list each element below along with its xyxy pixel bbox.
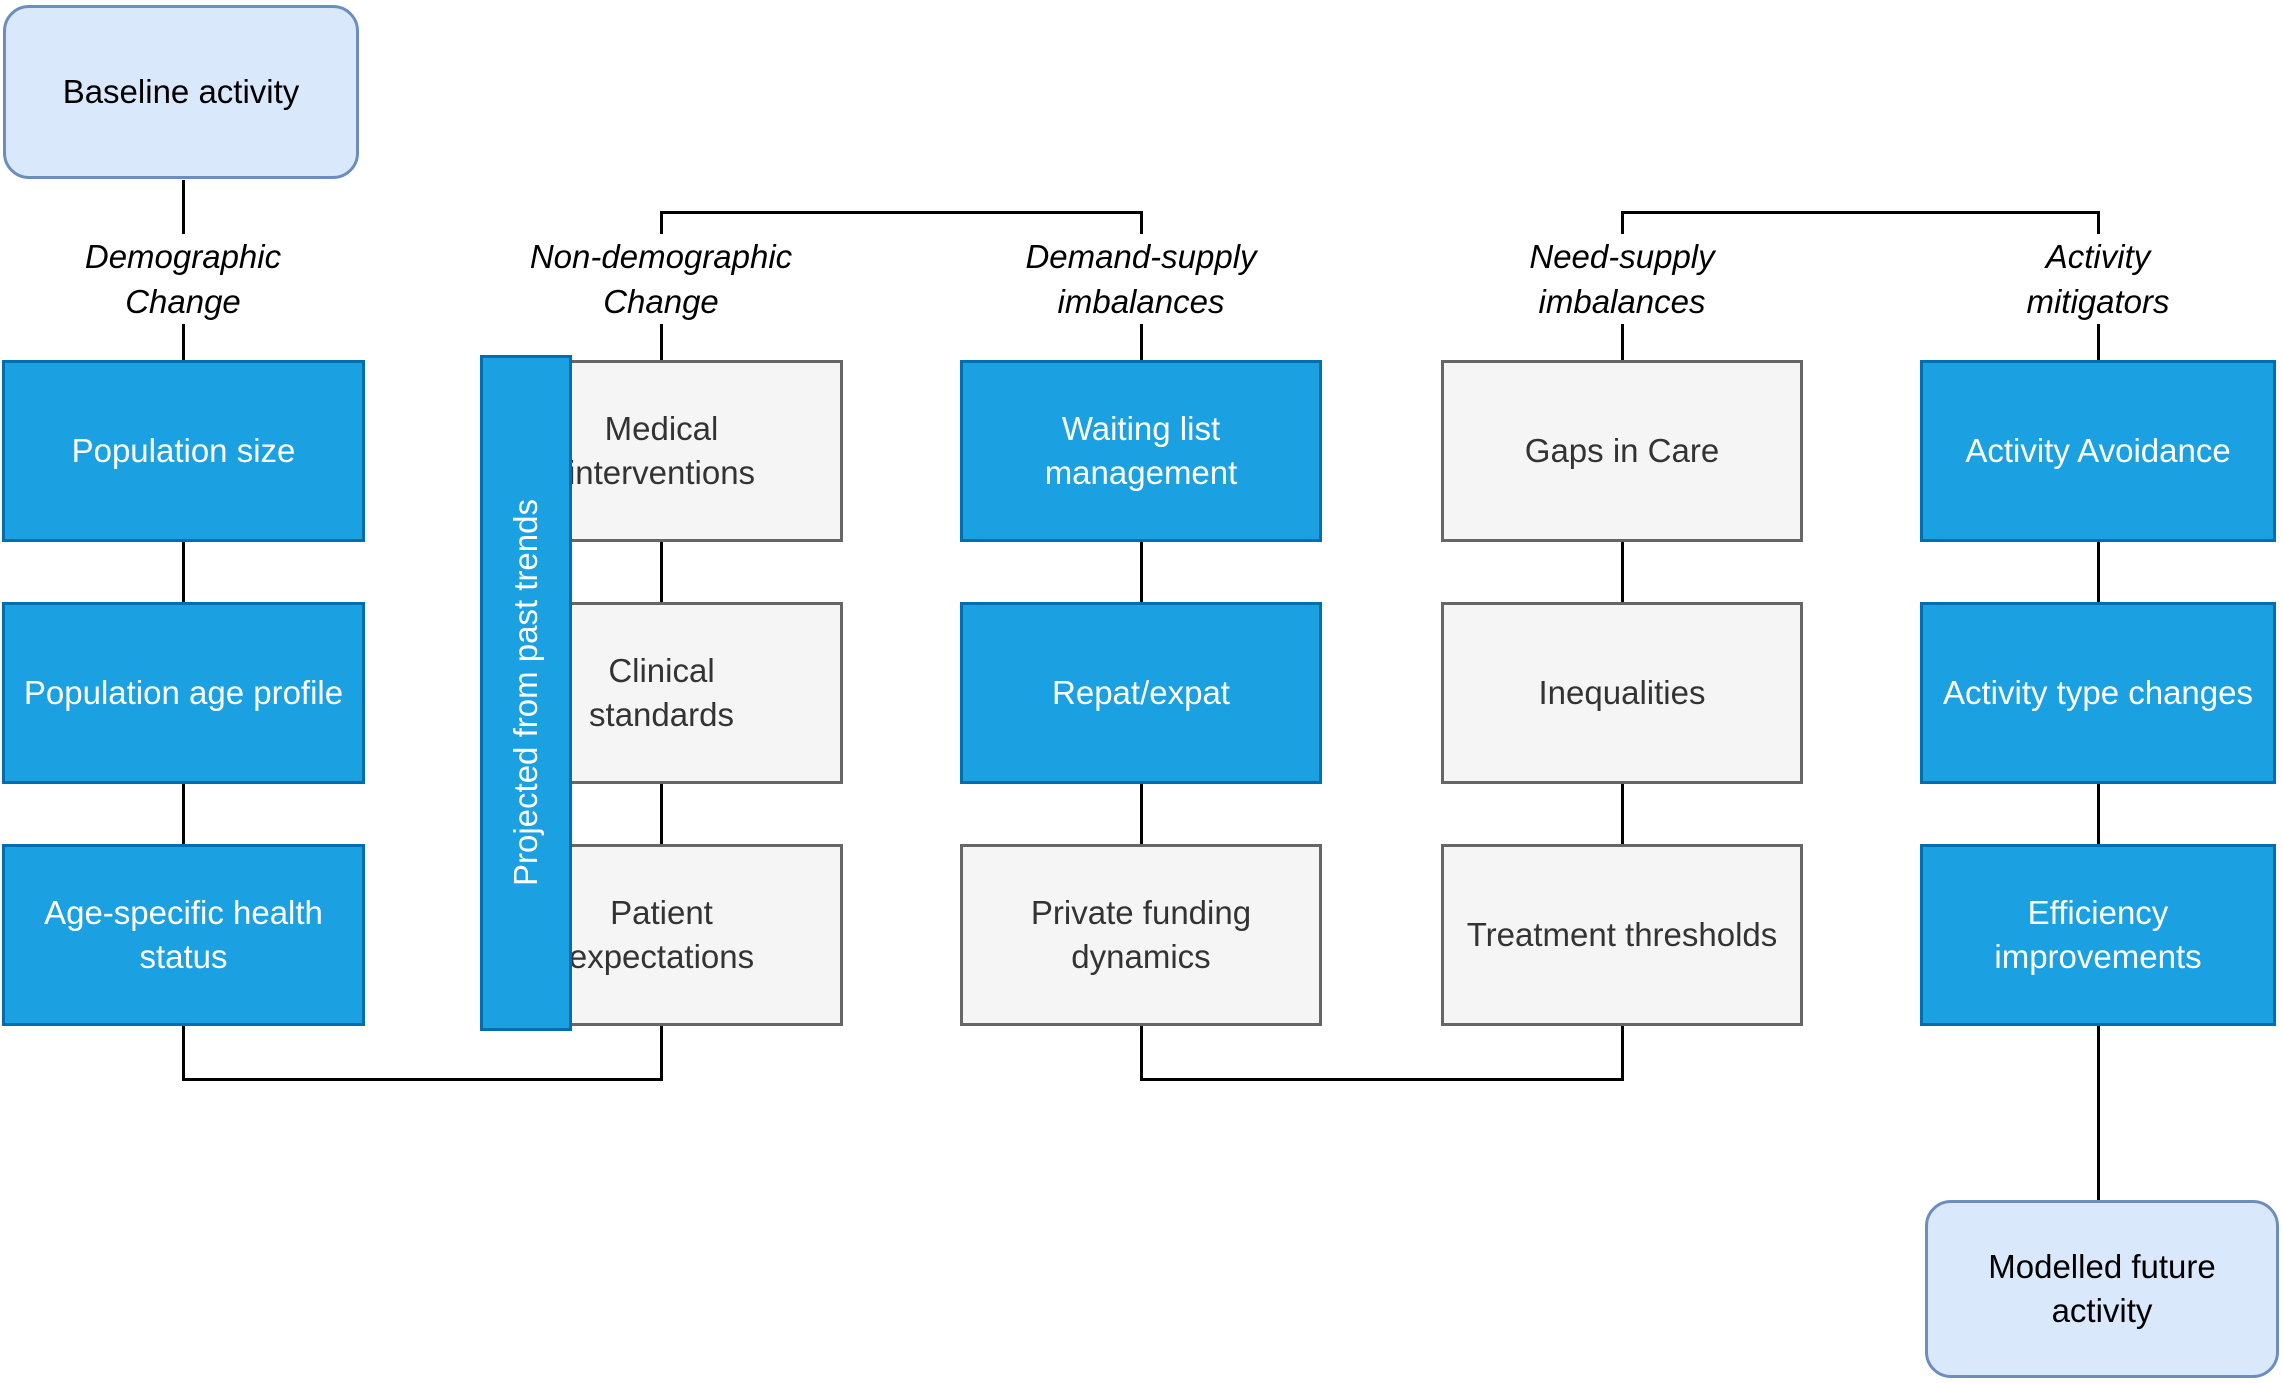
connector-line (660, 211, 1143, 214)
column-header-need-supply-imbalances: Need-supply imbalances (1452, 234, 1792, 324)
connector-line (1621, 1026, 1624, 1081)
connector-line (182, 542, 185, 602)
bar-projected-from-past-trends: Projected from past trends (480, 355, 572, 1031)
node-repat-expat: Repat/expat (960, 602, 1322, 784)
connector-line (182, 1026, 185, 1081)
node-population-age-profile: Population age profile (2, 602, 365, 784)
bar-label: Projected from past trends (507, 499, 544, 887)
node-gaps-in-care: Gaps in Care (1441, 360, 1803, 542)
node-efficiency-improvements: Efficiency improvements (1920, 844, 2276, 1026)
node-modelled-future-activity: Modelled future activity (1925, 1200, 2279, 1378)
connector-line (2097, 784, 2100, 844)
node-private-funding-dynamics: Private funding dynamics (960, 844, 1322, 1026)
node-waiting-list-management: Waiting list management (960, 360, 1322, 542)
node-baseline-activity: Baseline activity (3, 5, 359, 179)
node-inequalities: Inequalities (1441, 602, 1803, 784)
column-header-demand-supply-imbalances: Demand-supply imbalances (971, 234, 1311, 324)
column-header-activity-mitigators: Activity mitigators (1928, 234, 2268, 324)
node-population-size: Population size (2, 360, 365, 542)
column-header-non-demographic-change: Non-demographic Change (491, 234, 831, 324)
node-activity-avoidance: Activity Avoidance (1920, 360, 2276, 542)
connector-line (660, 542, 663, 602)
connector-line (1140, 542, 1143, 602)
connector-line (1140, 1078, 1624, 1081)
node-treatment-thresholds: Treatment thresholds (1441, 844, 1803, 1026)
connector-line (182, 784, 185, 844)
connector-line (182, 1078, 663, 1081)
connector-line (660, 1026, 663, 1081)
connector-line (2097, 542, 2100, 602)
connector-line (1621, 542, 1624, 602)
connector-line (2097, 1026, 2100, 1200)
connector-line (1621, 784, 1624, 844)
connector-line (1140, 784, 1143, 844)
column-header-demographic-change: Demographic Change (13, 234, 353, 324)
connector-line (660, 784, 663, 844)
connector-line (1621, 211, 2100, 214)
node-activity-type-changes: Activity type changes (1920, 602, 2276, 784)
node-age-specific-health-status: Age-specific health status (2, 844, 365, 1026)
connector-line (1140, 1026, 1143, 1081)
